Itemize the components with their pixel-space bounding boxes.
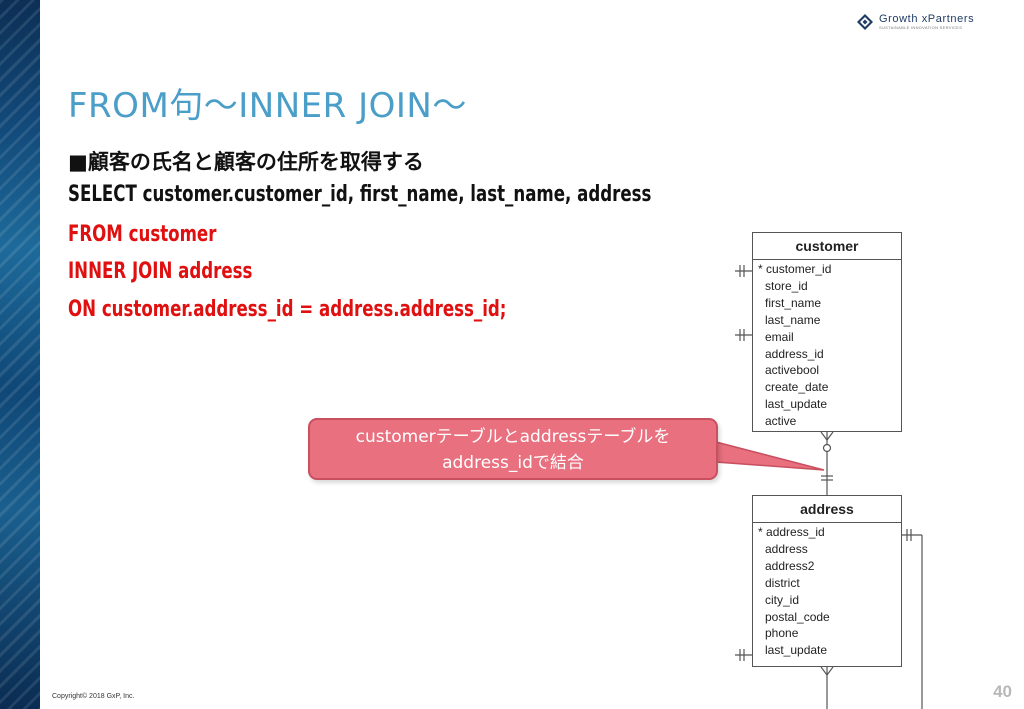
address-field: address2 [765,558,815,573]
sql-on-line: ON customer.address_id = address.address… [68,297,507,322]
address-entity-title: address [753,496,901,523]
address-field: last_update [765,643,828,658]
callout-line-1: customerテーブルとaddressテーブルを [355,427,671,447]
customer-field: email [765,329,794,344]
address-field: phone [765,626,799,641]
customer-field: customer_id [758,261,901,278]
callout-line-2: address_idで結合 [442,453,584,473]
copyright-notice: Copyright© 2018 GxP, Inc. [52,693,135,700]
relation-customer-address [820,431,834,495]
address-field: district [765,575,800,590]
customer-field: create_date [765,380,829,395]
sql-join-line: INNER JOIN address [68,259,253,284]
relation-marker-address-left [735,649,752,661]
logo-name: Growth xPartners [879,13,975,25]
relation-marker-customer-1 [735,265,752,277]
customer-entity: customer customer_id store_id first_name… [752,232,902,432]
address-field: address [765,541,808,556]
company-logo: Growth xPartners SUSTAINABLE INNOVATION … [856,10,1006,34]
address-field: postal_code [765,609,830,624]
address-entity: address address_id address address2 dist… [752,495,902,667]
customer-field: activebool [765,363,820,378]
relation-marker-address-right [902,529,923,709]
logo-tagline: SUSTAINABLE INNOVATION SERVICES [879,25,963,30]
customer-entity-title: customer [753,233,901,260]
customer-field: address_id [765,346,824,361]
address-field: city_id [765,592,800,607]
slide-title: FROM句〜INNER JOIN〜 [68,86,467,126]
relation-address-below [820,666,834,709]
address-field: address_id [758,524,901,541]
relation-marker-customer-2 [735,329,752,341]
customer-field: first_name [765,295,822,310]
customer-field: store_id [765,278,808,293]
decorative-side-strip [0,0,40,709]
join-callout: customerテーブルとaddressテーブルを address_idで結合 [308,418,718,480]
logo-mark-icon [857,14,873,30]
section-heading: ■顧客の氏名と顧客の住所を取得する [68,150,424,174]
page-number: 40 [993,682,1012,701]
sql-from-line: FROM customer [68,222,217,247]
customer-field: active [765,414,797,429]
sql-select-line: SELECT customer.customer_id, first_name,… [68,182,652,207]
customer-field: last_name [765,312,821,327]
customer-field: last_update [765,397,828,412]
